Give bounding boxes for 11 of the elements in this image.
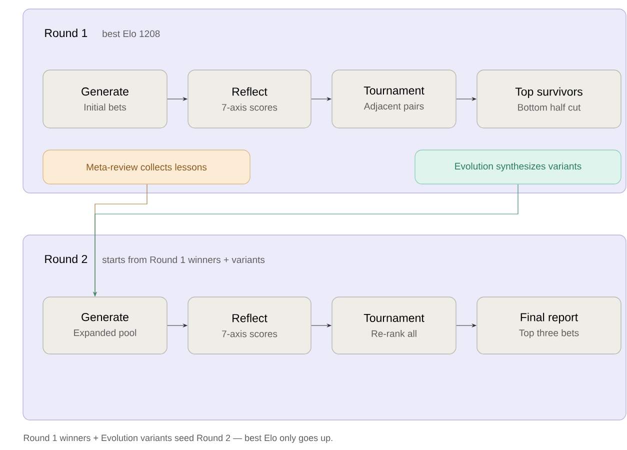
step-box: Generate Expanded pool bbox=[42, 296, 168, 354]
note-box: Meta-review collects lessons bbox=[42, 150, 250, 184]
note-box: Evolution synthesizes variants bbox=[414, 150, 622, 184]
caption: Round 1 winners + Evolution variants seed Round 2 — best Elo only goes up. bbox=[24, 434, 332, 443]
step-box: Reflect 7-axis scores bbox=[188, 70, 312, 128]
step-box: Tournament Re-rank all bbox=[332, 296, 456, 354]
step-box: Top survivors Bottom half cut bbox=[476, 70, 622, 128]
step-box: Reflect 7-axis scores bbox=[188, 296, 312, 354]
step-box: Tournament Adjacent pairs bbox=[332, 70, 456, 128]
step-box: Final report Top three bets bbox=[476, 296, 622, 354]
step-box: Generate Initial bets bbox=[42, 70, 168, 128]
